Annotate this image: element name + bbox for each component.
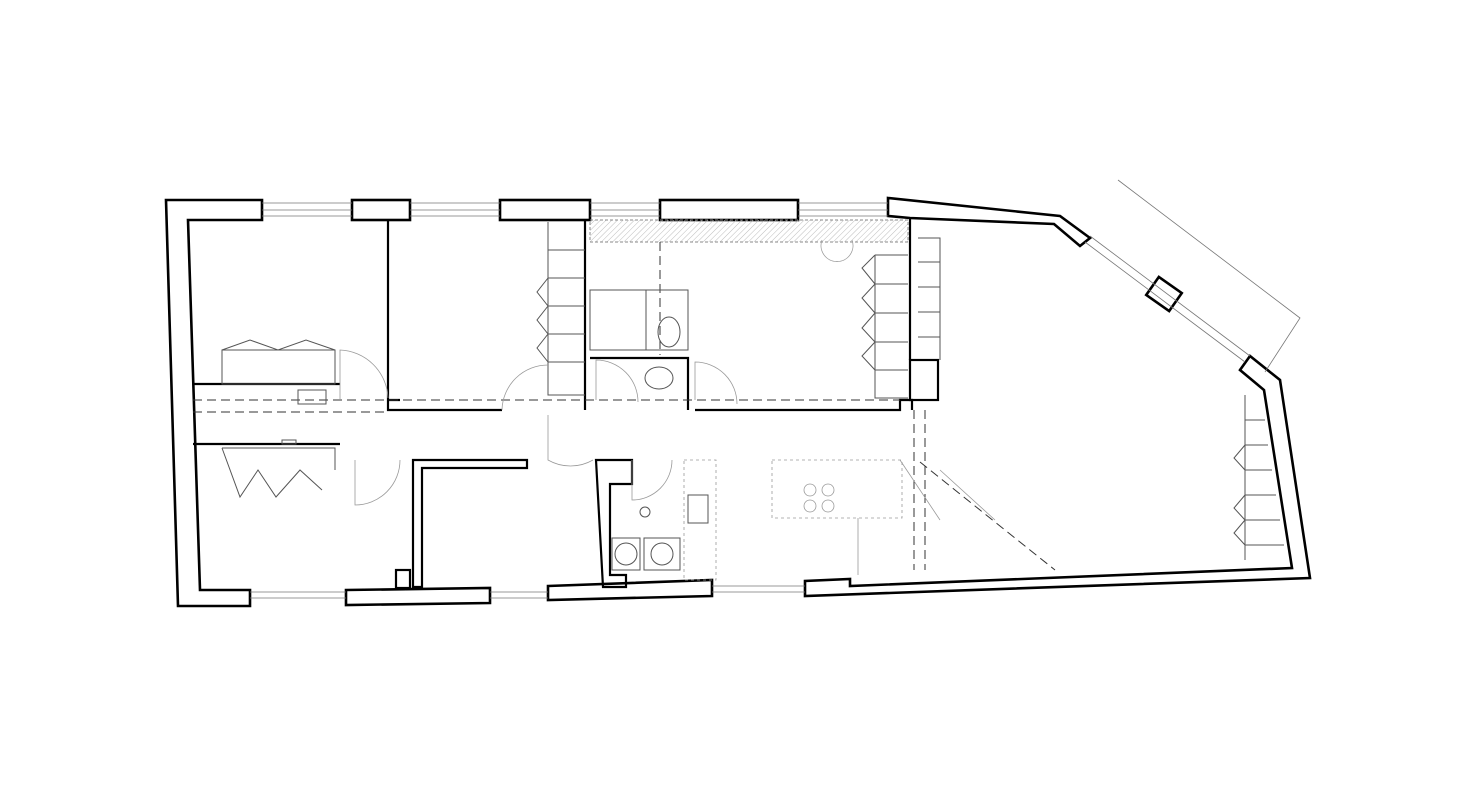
wardrobes (221, 222, 1284, 560)
fixtures (281, 289, 709, 571)
exterior-walls (164, 196, 1312, 608)
kitchen (683, 459, 996, 581)
doors (339, 239, 854, 506)
windows (250, 179, 1301, 599)
dashed-lines (193, 242, 1056, 571)
hatched-zone (589, 219, 909, 243)
interior-walls (193, 218, 940, 590)
